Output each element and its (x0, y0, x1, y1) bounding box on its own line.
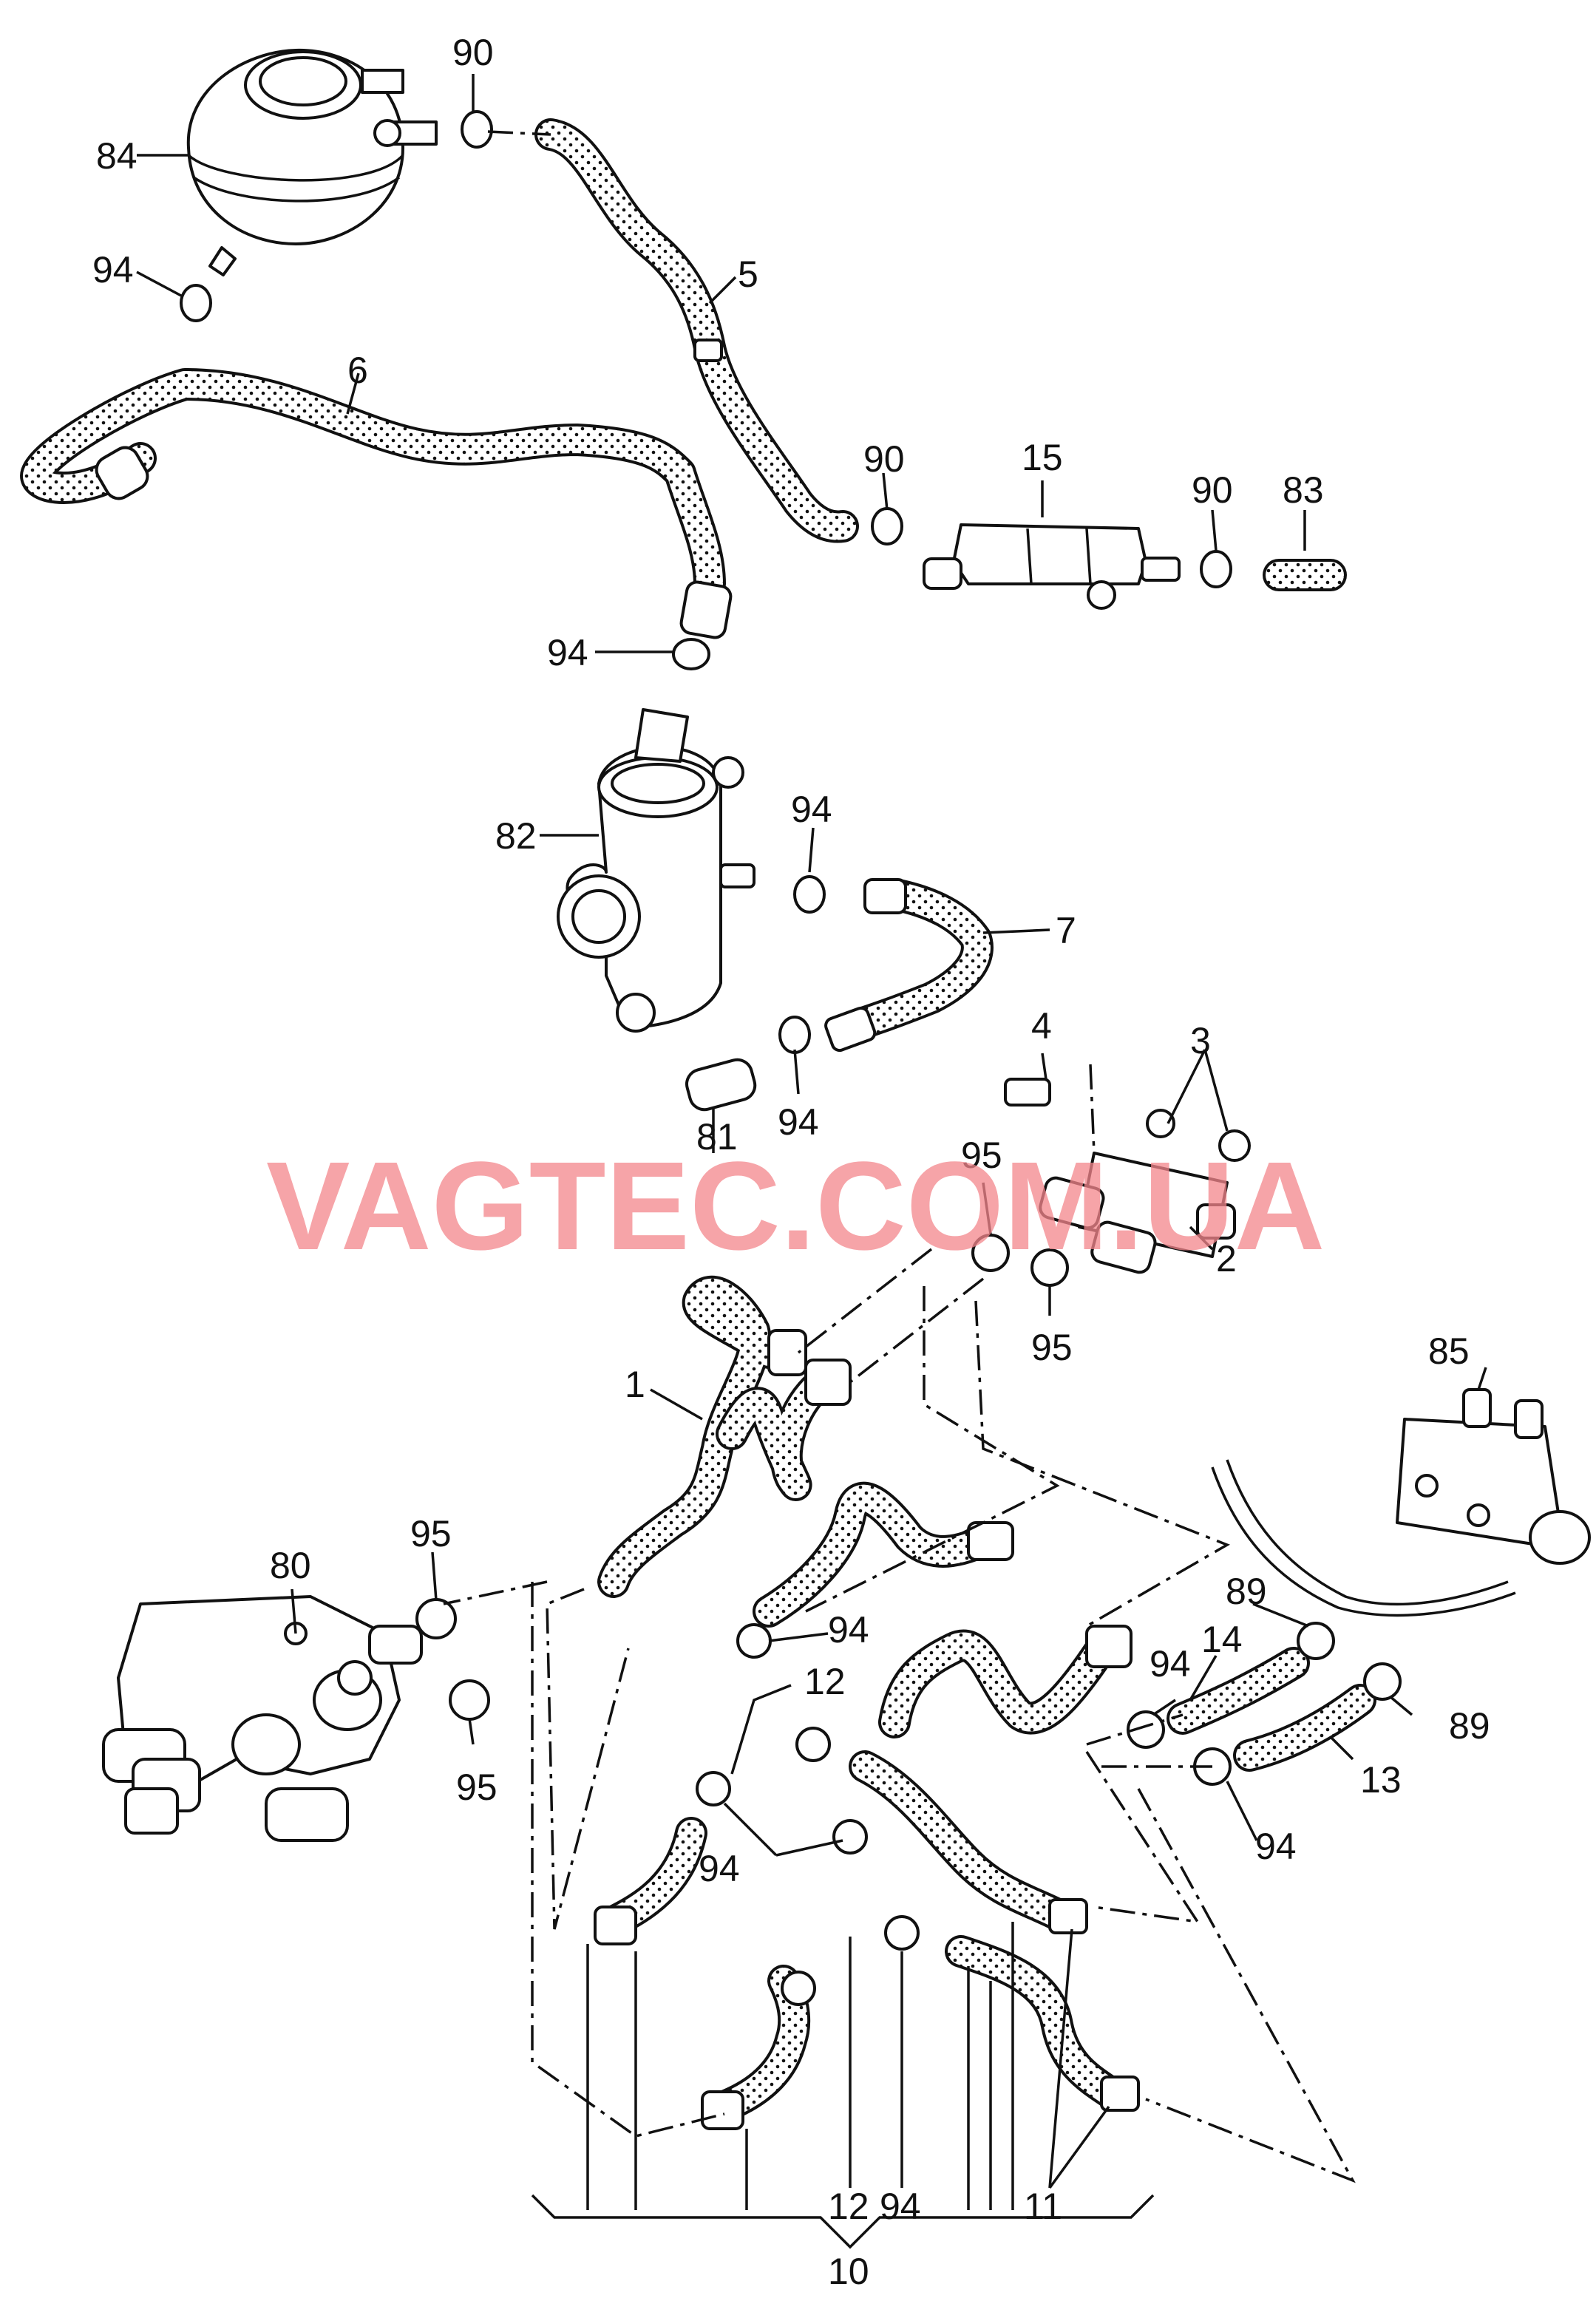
callout-95a: 95 (961, 1135, 1002, 1176)
callout-14: 14 (1201, 1619, 1243, 1660)
thermostat-housing (102, 1595, 423, 1842)
callout-94a: 94 (92, 249, 134, 290)
leader-lines (136, 74, 1487, 2249)
connector-block (1004, 1078, 1251, 1274)
callout-94g: 94 (699, 1848, 740, 1889)
callout-15: 15 (1022, 437, 1063, 478)
callout-94d: 94 (778, 1101, 819, 1143)
oil-cooler (1211, 1388, 1591, 1617)
callout-12b: 12 (828, 2186, 869, 2227)
callout-labels: 84 90 94 6 5 90 15 90 83 94 82 94 7 4 3 … (92, 32, 1490, 2292)
callout-2: 2 (1216, 1238, 1237, 1279)
callout-6: 6 (347, 350, 368, 391)
callout-89b: 89 (1449, 1705, 1490, 1747)
watermark-text: VAGTEC.COM.UA (266, 1136, 1325, 1277)
hose-14 (1167, 1647, 1310, 1735)
callout-83: 83 (1283, 469, 1324, 511)
callout-84: 84 (96, 135, 137, 177)
callout-85: 85 (1428, 1330, 1470, 1372)
hose-13 (1233, 1684, 1376, 1772)
callout-10: 10 (828, 2251, 869, 2292)
hose-1 (597, 1275, 852, 1598)
hose-11-upper (849, 1750, 1088, 1934)
callout-4: 4 (1031, 1005, 1052, 1047)
callout-94b: 94 (547, 632, 588, 673)
callout-7: 7 (1056, 910, 1076, 951)
callout-90b: 90 (863, 438, 905, 480)
callout-13: 13 (1360, 1759, 1402, 1801)
coolant-cooler (923, 523, 1181, 610)
callout-95d: 95 (456, 1767, 498, 1808)
hose-5 (534, 118, 859, 543)
callout-95b: 95 (1031, 1327, 1073, 1368)
callout-82: 82 (495, 815, 537, 857)
callout-94f: 94 (1150, 1643, 1191, 1685)
callout-1: 1 (625, 1364, 645, 1405)
callout-95c: 95 (410, 1513, 452, 1554)
callout-90a: 90 (452, 32, 494, 73)
hose-11-lower (945, 1935, 1140, 2112)
clamps (180, 110, 1402, 2006)
hose-81 (685, 1058, 757, 1112)
callout-80: 80 (270, 1545, 311, 1586)
callout-5: 5 (738, 254, 758, 295)
hose-upper-mid (753, 1481, 1014, 1628)
hose-lower-left (594, 1817, 707, 1945)
hose-bottom-left (701, 1965, 811, 2130)
callout-94c: 94 (791, 789, 832, 830)
hose-6 (20, 368, 733, 639)
hose-7 (824, 878, 994, 1053)
callout-94h: 94 (1255, 1826, 1297, 1867)
callout-94i: 94 (880, 2186, 921, 2227)
callout-90c: 90 (1192, 469, 1233, 511)
callout-11: 11 (1024, 2186, 1062, 2227)
alignment-lines (443, 130, 1356, 2183)
callout-89a: 89 (1226, 1571, 1267, 1612)
hose-mid-right (878, 1625, 1133, 1738)
callout-3: 3 (1190, 1020, 1211, 1061)
callout-94e: 94 (828, 1609, 869, 1651)
expansion-tank (186, 48, 438, 276)
pipe-connector (557, 708, 755, 1033)
callout-81: 81 (696, 1116, 738, 1158)
callout-12a: 12 (804, 1661, 846, 1702)
